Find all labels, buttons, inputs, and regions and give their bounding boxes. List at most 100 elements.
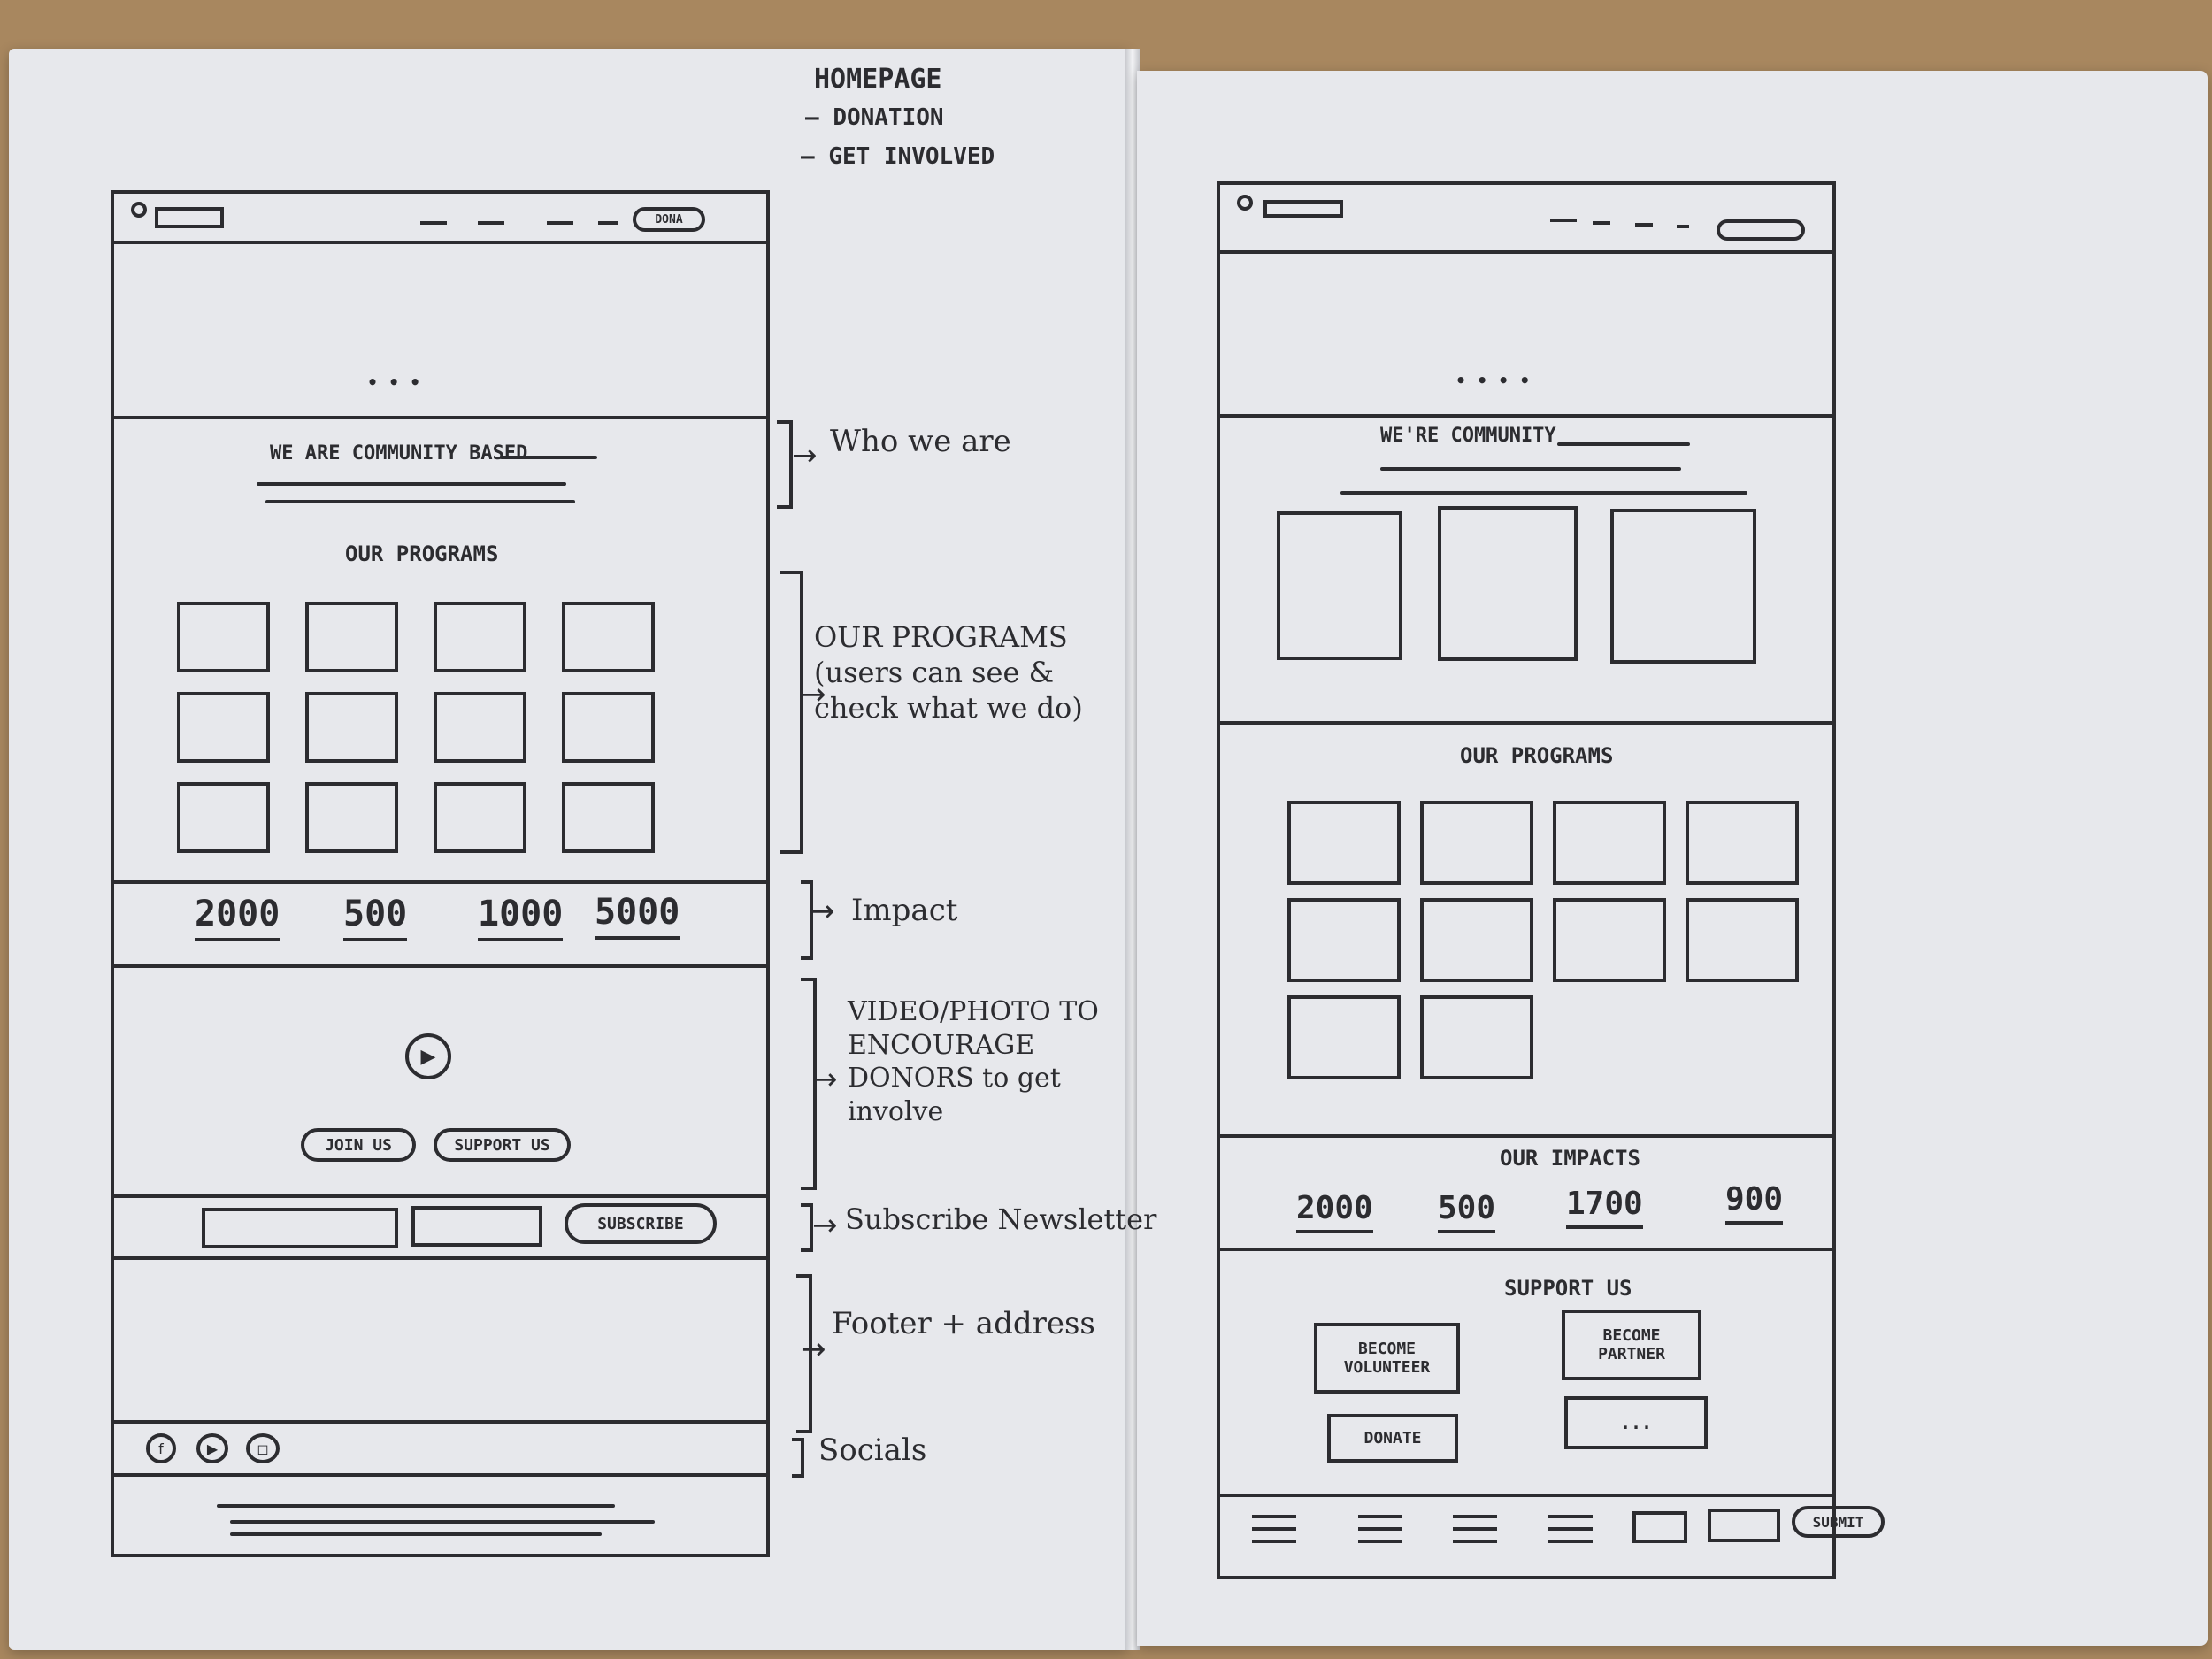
footer-column-1 [1252,1515,1296,1552]
arrow-programs: → [801,677,826,712]
footer-input-wide[interactable] [1708,1509,1780,1542]
footer-line-3 [230,1532,602,1536]
right-who-underline [1340,491,1747,495]
program-card-2[interactable] [305,602,398,672]
nav-link-2[interactable] [478,221,504,225]
arrow-video: → [812,1062,838,1097]
program-card-7[interactable] [434,692,526,763]
impact-divider [112,964,769,968]
right-nav-link-3[interactable] [1635,223,1653,227]
right-logo-bar [1263,200,1343,218]
program-card-5[interactable] [177,692,270,763]
nav-donate-button[interactable]: DONA [633,207,705,232]
annotation-programs: OUR PROGRAMS (users can see & check what… [814,620,1083,725]
program-card-4[interactable] [562,602,655,672]
program-card-9[interactable] [177,782,270,853]
footer-input-small[interactable] [1632,1511,1687,1543]
who-scribble-1 [500,456,597,459]
annotation-video: VIDEO/PHOTO TO ENCOURAGE DONORS to get i… [848,996,1099,1127]
footer-column-4 [1548,1515,1593,1552]
feature-card-2[interactable] [1438,506,1578,661]
program-card-6[interactable] [305,692,398,763]
subscribe-button[interactable]: SUBSCRIBE [565,1203,717,1244]
support-us-button[interactable]: SUPPORT US [434,1128,571,1162]
impact-stat-3: 1000 [478,894,564,941]
note-donation-text: DONATION [833,104,944,131]
annotation-impact: Impact [851,893,958,928]
join-us-button[interactable]: JOIN US [301,1128,416,1162]
annotation-who-we-are: Who we are [830,424,1011,459]
program-card-8[interactable] [562,692,655,763]
right-program-card-2[interactable] [1420,801,1533,885]
footer-submit-button[interactable]: SUBMIT [1792,1506,1885,1538]
right-nav-link-2[interactable] [1593,221,1610,225]
right-impacts-divider [1218,1248,1834,1251]
program-card-1[interactable] [177,602,270,672]
subscribe-email-input[interactable] [411,1206,542,1247]
impact-stat-2: 500 [343,894,408,941]
right-hero-divider [1218,414,1834,418]
video-divider [112,1194,769,1198]
footer-line-2 [230,1520,655,1524]
right-programs-divider [1218,1134,1834,1138]
nav-link-1[interactable] [420,221,447,225]
right-nav-cta-button[interactable] [1717,219,1805,241]
bracket-social [792,1438,804,1478]
right-impacts-title: OUR IMPACTS [1500,1146,1640,1171]
logo-icon [131,202,147,218]
donate-button[interactable]: DONATE [1327,1414,1458,1463]
feature-card-1[interactable] [1277,511,1402,660]
nav-link-4[interactable] [598,221,618,225]
program-card-12[interactable] [562,782,655,853]
right-program-card-9[interactable] [1287,995,1401,1079]
program-card-3[interactable] [434,602,526,672]
more-support-button[interactable]: ... [1564,1396,1708,1449]
arrow-who: → [792,438,818,473]
right-hero-dots[interactable]: • • • • [1455,370,1531,391]
bracket-subscribe [801,1203,813,1252]
program-card-11[interactable] [434,782,526,853]
right-program-card-8[interactable] [1686,898,1799,982]
note-get-involved: — GET INVOLVED [801,143,995,170]
feature-card-3[interactable] [1610,509,1756,664]
right-program-card-5[interactable] [1287,898,1401,982]
bracket-video [801,978,817,1190]
right-impact-stat-1: 2000 [1296,1190,1373,1233]
homepage-title: HOMEPAGE [814,64,942,95]
arrow-footer: → [801,1332,826,1367]
right-wireframe-frame [1217,181,1836,1579]
hero-carousel-dots[interactable]: • • • [367,372,421,393]
annotation-subscribe: Subscribe Newsletter [845,1202,1157,1236]
right-program-card-10[interactable] [1420,995,1533,1079]
right-program-card-6[interactable] [1420,898,1533,982]
right-program-card-3[interactable] [1553,801,1666,885]
right-programs-title: OUR PROGRAMS [1460,743,1614,768]
bracket-impact [801,880,813,960]
right-program-card-7[interactable] [1553,898,1666,982]
youtube-icon[interactable]: ▶ [196,1433,228,1463]
arrow-subscribe: → [812,1208,838,1243]
footer-column-3 [1453,1515,1497,1552]
right-nav-link-4[interactable] [1677,225,1689,228]
programs-title: OUR PROGRAMS [345,541,499,566]
become-partner-button[interactable]: BECOME PARTNER [1562,1310,1701,1380]
right-program-card-4[interactable] [1686,801,1799,885]
right-impact-stat-3: 1700 [1566,1186,1643,1229]
logo-bar [155,207,224,228]
subscribe-name-input[interactable] [202,1208,398,1248]
right-nav-link-1[interactable] [1550,219,1577,222]
facebook-icon[interactable]: f [146,1433,176,1463]
play-icon[interactable]: ▶ [405,1033,451,1079]
right-impact-stat-4: 900 [1725,1181,1784,1225]
right-program-card-1[interactable] [1287,801,1401,885]
left-wireframe-frame [111,190,770,1557]
arrow-impact: → [810,894,835,929]
footer-column-2 [1358,1515,1402,1552]
right-features-divider [1218,721,1834,725]
become-volunteer-button[interactable]: BECOME VOLUNTEER [1314,1323,1460,1394]
annotation-socials: Socials [818,1432,927,1468]
program-card-10[interactable] [305,782,398,853]
hero-divider [112,416,769,419]
nav-link-3[interactable] [547,221,573,225]
instagram-icon[interactable]: ◻ [246,1433,280,1463]
